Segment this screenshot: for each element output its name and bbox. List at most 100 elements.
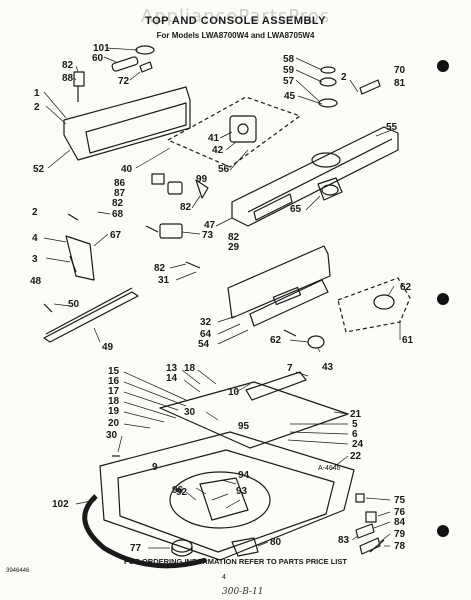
- part-callout-17: 17: [108, 386, 120, 397]
- part-callout-54: 54: [198, 339, 210, 350]
- part-callout-87: 87: [114, 188, 126, 199]
- part-callout-68: 68: [112, 209, 124, 220]
- rear-panel: [63, 86, 191, 161]
- part-callout-50: 50: [68, 299, 80, 310]
- part-callout-57: 57: [283, 76, 295, 87]
- lid-gasket: [82, 494, 207, 569]
- part-callout-82d: 82: [228, 232, 240, 243]
- page-number: 4: [222, 574, 226, 581]
- part-callout-42: 42: [212, 145, 224, 156]
- part-callout-49: 49: [102, 342, 114, 353]
- part-callout-76: 76: [394, 507, 406, 518]
- part-callout-102: 102: [52, 499, 69, 510]
- part-callout-58: 58: [283, 54, 295, 65]
- part-callout-93: 93: [236, 486, 248, 497]
- catalog-code: 3946446: [6, 568, 30, 574]
- part-callout-92: 92: [176, 487, 188, 498]
- part-callout-75: 75: [394, 495, 406, 506]
- part-callout-18b: 18: [108, 396, 120, 407]
- part-callout-82a: 82: [62, 60, 74, 71]
- part-callout-79: 79: [394, 529, 406, 540]
- lamp-bulb: [135, 45, 155, 55]
- part-callout-43: 43: [322, 362, 334, 373]
- part-callout-24: 24: [352, 439, 364, 450]
- part-callout-82c: 82: [180, 202, 192, 213]
- part-callout-94: 94: [238, 470, 250, 481]
- part-callout-72: 72: [118, 76, 130, 87]
- part-callout-81: 81: [394, 78, 406, 89]
- part-callout-80: 80: [270, 537, 282, 548]
- binder-hole: [437, 60, 449, 72]
- part-callout-10: 10: [228, 387, 240, 398]
- part-callout-7: 7: [287, 363, 293, 374]
- part-callout-67: 67: [110, 230, 122, 241]
- ordering-note: FOR ORDERING INFORMATION REFER TO PARTS …: [124, 557, 347, 566]
- part-callout-70: 70: [394, 65, 406, 76]
- part-callout-4: 4: [32, 233, 38, 244]
- part-callout-20: 20: [108, 418, 120, 429]
- part-callout-9: 9: [152, 462, 158, 473]
- part-callout-82e: 82: [154, 263, 166, 274]
- part-callout-6: 6: [352, 429, 358, 440]
- part-callout-96: 96: [172, 485, 184, 496]
- part-callout-40: 40: [121, 164, 133, 175]
- drawing-code: A-4646: [318, 465, 341, 472]
- part-callout-21: 21: [350, 409, 362, 420]
- page-title: TOP AND CONSOLE ASSEMBLY: [145, 15, 326, 27]
- binder-hole: [437, 525, 449, 537]
- part-callout-62a: 62: [400, 282, 412, 293]
- part-callout-15: 15: [108, 366, 120, 377]
- part-callout-3: 3: [32, 254, 38, 265]
- part-callout-48: 48: [30, 276, 42, 287]
- part-callout-32: 32: [200, 317, 212, 328]
- part-callout-73: 73: [202, 230, 214, 241]
- part-callout-52: 52: [33, 164, 45, 175]
- part-callout-88: 88: [62, 73, 74, 84]
- part-callout-84: 84: [394, 517, 406, 528]
- part-callout-2b: 2: [341, 72, 347, 83]
- part-callout-47: 47: [204, 220, 216, 231]
- part-callout-78: 78: [394, 541, 406, 552]
- part-callout-59: 59: [283, 65, 295, 76]
- part-callout-30b: 30: [106, 430, 118, 441]
- part-callout-99: 99: [196, 174, 208, 185]
- part-callout-19: 19: [108, 406, 120, 417]
- page-subtitle: For Models LWA8700W4 and LWA8705W4: [156, 31, 315, 40]
- part-callout-65: 65: [290, 204, 302, 215]
- control-panel: [227, 245, 331, 319]
- part-callout-2c: 2: [32, 207, 38, 218]
- part-callout-56: 56: [218, 164, 230, 175]
- part-callout-31: 31: [158, 275, 170, 286]
- part-callout-95: 95: [238, 421, 250, 432]
- part-callout-30a: 30: [184, 407, 196, 418]
- top-cover: [99, 431, 355, 561]
- part-callout-62b: 62: [270, 335, 282, 346]
- part-callout-2a: 2: [34, 102, 40, 113]
- watermark-text: AppliancePartsPros: [140, 6, 331, 27]
- part-callout-64: 64: [200, 329, 212, 340]
- part-callout-5: 5: [352, 419, 358, 430]
- part-callout-13: 13: [166, 363, 178, 374]
- part-callout-16: 16: [108, 376, 120, 387]
- part-callout-14: 14: [166, 373, 178, 384]
- part-callout-86: 86: [114, 178, 126, 189]
- part-callout-77: 77: [130, 543, 142, 554]
- part-callout-45: 45: [284, 91, 296, 102]
- part-callout-55: 55: [386, 122, 398, 133]
- binder-hole: [437, 293, 449, 305]
- lid-switch: [245, 371, 307, 401]
- part-callout-41: 41: [208, 133, 220, 144]
- part-callout-60: 60: [92, 53, 104, 64]
- part-callout-29: 29: [228, 242, 240, 253]
- trim-strip: [43, 291, 139, 343]
- handwritten-note: 300-B-11: [222, 587, 264, 597]
- part-callout-82b: 82: [112, 198, 124, 209]
- part-callout-83: 83: [338, 535, 350, 546]
- part-callout-1: 1: [34, 88, 40, 99]
- part-callout-61: 61: [402, 335, 414, 346]
- part-callout-22: 22: [350, 451, 362, 462]
- part-callout-18a: 18: [184, 363, 196, 374]
